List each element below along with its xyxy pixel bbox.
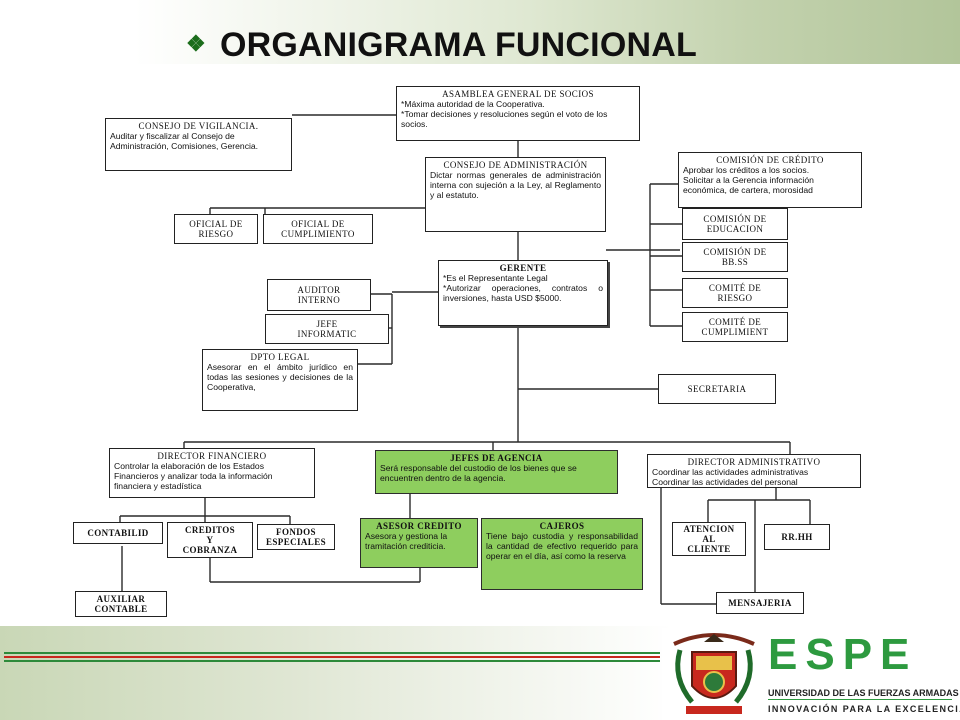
dpto-legal-box: DPTO LEGAL Asesorar en el ámbito jurídic… (202, 349, 358, 411)
oficial-cumplimiento-box: OFICIAL DE CUMPLIMIENTO (263, 214, 373, 244)
comite-cumplimiento-box: COMITÉ DE CUMPLIMIENT (682, 312, 788, 342)
fondos-title: FONDOS ESPECIALES (265, 527, 327, 547)
footer-stripe-red (4, 656, 660, 658)
secretaria-box: SECRETARIA (658, 374, 776, 404)
comision-educacion-title: COMISIÓN DE EDUCACION (703, 214, 767, 234)
gerente-title: GERENTE (499, 263, 547, 273)
jefe-informatica-box: JEFE INFORMATIC (265, 314, 389, 344)
asamblea-body: *Máxima autoridad de la Cooperativa. *To… (401, 99, 608, 129)
espe-motto-line: INNOVACIÓN PARA LA EXCELENCIA (768, 704, 960, 714)
dpto-legal-title: DPTO LEGAL (250, 352, 310, 362)
espe-crest-icon (673, 633, 755, 714)
atencion-cliente-title: ATENCION AL CLIENTE (683, 524, 735, 554)
org-chart: ASAMBLEA GENERAL DE SOCIOS *Máxima autor… (60, 64, 862, 626)
consejo-administracion-box: CONSEJO DE ADMINISTRACIÓN Dictar normas … (425, 157, 606, 232)
dpto-legal-body: Asesorar en el ámbito jurídico en todas … (207, 362, 353, 392)
oficial-cumplimiento-title: OFICIAL DE CUMPLIMIENTO (281, 219, 355, 239)
asesor-credito-box: ASESOR CREDITO Asesora y gestiona la tra… (360, 518, 478, 568)
title-bar (0, 0, 960, 64)
director-financiero-title: DIRECTOR FINANCIERO (157, 451, 267, 461)
comision-bbss-box: COMISIÓN DE BB.SS (682, 242, 788, 272)
diamond-bullet-icon: ❖ (186, 31, 206, 56)
mensajeria-title: MENSAJERIA (728, 598, 792, 608)
espe-university-line: UNIVERSIDAD DE LAS FUERZAS ARMADAS (768, 688, 959, 698)
jefes-agencia-title: JEFES DE AGENCIA (450, 453, 543, 463)
asesor-credito-title: ASESOR CREDITO (376, 521, 462, 531)
asesor-credito-body: Asesora y gestiona la tramitación credit… (365, 531, 448, 551)
contabilidad-box: CONTABILID (73, 522, 163, 544)
director-financiero-box: DIRECTOR FINANCIERO Controlar la elabora… (109, 448, 315, 498)
footer-stripe-green-2 (4, 660, 660, 662)
jefes-agencia-box: JEFES DE AGENCIA Será responsable del cu… (375, 450, 618, 494)
creditos-cobranza-box: CREDITOS Y COBRANZA (167, 522, 253, 558)
gerente-box: GERENTE *Es el Representante Legal *Auto… (438, 260, 608, 326)
auxiliar-contable-box: AUXILIAR CONTABLE (75, 591, 167, 617)
administracion-body: Dictar normas generales de administració… (430, 170, 601, 200)
administracion-title: CONSEJO DE ADMINISTRACIÓN (443, 160, 588, 170)
vigilancia-body: Auditar y fiscalizar al Consejo de Admin… (110, 131, 259, 151)
atencion-cliente-box: ATENCION AL CLIENTE (672, 522, 746, 556)
director-administrativo-box: DIRECTOR ADMINISTRATIVO Coordinar las ac… (647, 454, 861, 488)
comite-riesgo-box: COMITÉ DE RIESGO (682, 278, 788, 308)
director-financiero-body: Controlar la elaboración de los Estados … (114, 461, 273, 491)
creditos-title: CREDITOS Y COBRANZA (182, 525, 238, 555)
secretaria-title: SECRETARIA (687, 384, 747, 394)
rrhh-box: RR.HH (764, 524, 830, 550)
rrhh-title: RR.HH (781, 532, 813, 542)
jefe-informatica-title: JEFE INFORMATIC (297, 319, 357, 339)
oficial-riesgo-box: OFICIAL DE RIESGO (174, 214, 258, 244)
slide-title-text: ORGANIGRAMA FUNCIONAL (219, 26, 697, 64)
espe-divider (768, 699, 952, 700)
mensajeria-box: MENSAJERIA (716, 592, 804, 614)
auditor-title: AUDITOR INTERNO (297, 285, 341, 305)
comision-bbss-title: COMISIÓN DE BB.SS (703, 247, 767, 267)
connector-lines (119, 114, 811, 605)
comision-credito-title: COMISIÓN DE CRÉDITO (716, 155, 824, 165)
comision-credito-box: COMISIÓN DE CRÉDITO Aprobar los créditos… (678, 152, 862, 208)
contabilidad-title: CONTABILID (87, 528, 149, 538)
director-administrativo-body: Coordinar las actividades administrativa… (652, 467, 809, 487)
comite-cumplimiento-title: COMITÉ DE CUMPLIMIENT (701, 317, 769, 337)
fondos-especiales-box: FONDOS ESPECIALES (257, 524, 335, 550)
slide-title: ❖ ORGANIGRAMA FUNCIONAL (186, 26, 697, 65)
vigilancia-title: CONSEJO DE VIGILANCIA. (138, 121, 259, 131)
consejo-vigilancia-box: CONSEJO DE VIGILANCIA. Auditar y fiscali… (105, 118, 292, 171)
footer-stripe-green (4, 652, 660, 654)
gerente-body: *Es el Representante Legal *Autorizar op… (443, 273, 603, 303)
oficial-riesgo-title: OFICIAL DE RIESGO (189, 219, 243, 239)
comision-credito-body: Aprobar los créditos a los socios. Solic… (683, 165, 814, 195)
espe-wordmark: ESPE (768, 630, 918, 679)
asamblea-general-box: ASAMBLEA GENERAL DE SOCIOS *Máxima autor… (396, 86, 640, 141)
espe-logo: ESPE UNIVERSIDAD DE LAS FUERZAS ARMADAS … (662, 628, 960, 720)
cajeros-box: CAJEROS Tiene bajo custodia y responsabi… (481, 518, 643, 590)
jefes-agencia-body: Será responsable del custodio de los bie… (380, 463, 577, 483)
asamblea-title: ASAMBLEA GENERAL DE SOCIOS (442, 89, 594, 99)
auditor-interno-box: AUDITOR INTERNO (267, 279, 371, 311)
comite-riesgo-title: COMITÉ DE RIESGO (708, 283, 762, 303)
comision-educacion-box: COMISIÓN DE EDUCACION (682, 208, 788, 240)
auxiliar-title: AUXILIAR CONTABLE (94, 594, 148, 614)
director-administrativo-title: DIRECTOR ADMINISTRATIVO (687, 457, 821, 467)
cajeros-body: Tiene bajo custodia y responsabilidad la… (486, 531, 638, 561)
cajeros-title: CAJEROS (539, 521, 585, 531)
